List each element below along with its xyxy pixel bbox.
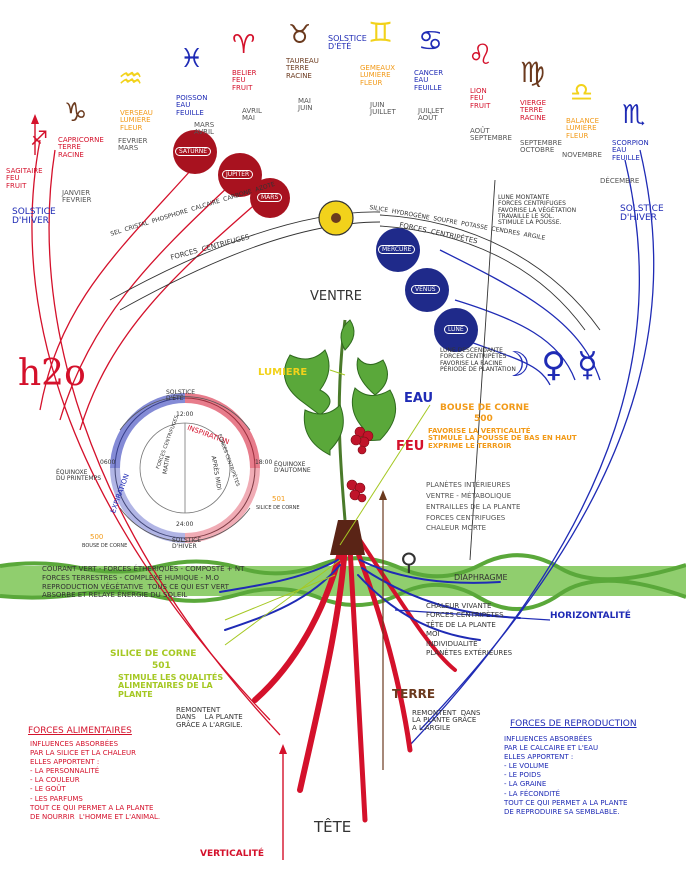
zodiac-name-4: BELIER FEU FRUIT: [232, 69, 257, 92]
zodiac-months-7: JUILLET AOÛT: [418, 107, 444, 123]
zodiac-symbol-0: ♐: [30, 126, 48, 150]
winter-solstice-left: SOLSTICE D'HIVER: [12, 207, 56, 227]
remontent-right: REMONTENT DANS LA PLANTE GRÂCE A L'ARGIL…: [412, 709, 481, 732]
zodiac-symbol-8: ♌: [468, 38, 494, 71]
diaphragme-label: DIAPHRAGME: [454, 573, 508, 582]
planetes-interieures: PLANÈTES INTÉRIEURES VENTRE - MÉTABOLIQU…: [426, 481, 521, 533]
chaleur-vivante: CHALEUR VIVANTE FORCES CENTRIPÈTES TÊTE …: [426, 602, 513, 658]
zodiac-symbol-6: ♊: [368, 16, 394, 49]
winter-solstice-right: SOLSTICE D'HIVER: [620, 204, 664, 224]
forces-alimentaires-text: INFLUENCES ABSORBÉES PAR LA SILICE ET LA…: [30, 740, 161, 821]
clock-bottom: SOLSTICE D'HIVER: [172, 537, 202, 551]
forces-alimentaires-title: FORCES ALIMENTAIRES: [28, 726, 132, 736]
clock-right-hour: 18:00: [255, 459, 273, 466]
forces-reproduction-text: INFLUENCES ABSORBÉES PAR LE CALCAIRE ET …: [504, 735, 628, 816]
feu-label: FEU: [396, 439, 425, 454]
sun: [318, 200, 354, 236]
verticalite-label: VERTICALITÉ: [200, 849, 265, 859]
summer-solstice: SOLSTICE D'ÉTÉ: [328, 34, 367, 52]
grapes: [346, 426, 374, 503]
clock-diagram: [110, 393, 260, 543]
zodiac-months-1: JANVIER FEVRIER: [62, 189, 92, 205]
blue-arcs: [409, 149, 655, 746]
zodiac-months-11: DÉCEMBRE: [600, 177, 640, 185]
zodiac-symbol-9: ♍: [520, 56, 546, 89]
clock-left: ÉQUINOXE DU PRINTEMPS: [56, 469, 102, 483]
pointer-lines: [224, 369, 431, 646]
venus-symbol: ⚲: [400, 548, 418, 576]
zodiac-name-1: CAPRICORNE TERRE RACINE: [58, 136, 104, 159]
clock-bottom-hour: 24:00: [176, 521, 194, 528]
bouse-number: 500: [474, 414, 493, 424]
planet-lune: LUNE: [444, 325, 468, 334]
zodiac-name-11: SCORPION EAU FEUILLE: [612, 139, 649, 162]
zodiac-months-10: NOVEMBRE: [562, 151, 602, 159]
zodiac-name-5: TAUREAU TERRE RACINE: [286, 57, 319, 80]
ventre-label: VENTRE: [310, 289, 363, 304]
horizontal-arrow: [394, 609, 551, 621]
zodiac-symbol-10: ♎: [570, 78, 594, 108]
zodiac-months-5: MAI JUIN: [298, 97, 313, 113]
zodiac-name-0: SAGITAIRE FEU FRUIT: [6, 167, 43, 190]
silice-title: SILICE DE CORNE: [110, 649, 197, 659]
clock-500: 500: [90, 533, 104, 541]
zodiac-symbol-4: ♈: [232, 30, 256, 60]
horizontalite-label: HORIZONTALITÉ: [550, 611, 631, 621]
lune-montante: LUNE MONTANTE FORCES CENTRIFUGES FAVORIS…: [498, 194, 577, 227]
zodiac-name-6: GEMEAUX LUMIÈRE FLEUR: [360, 64, 396, 87]
verticalite-arrows: [31, 114, 387, 860]
planet-mercure: MERCURE: [378, 245, 416, 254]
zodiac-name-8: LION FEU FRUIT: [470, 87, 491, 110]
clock-top: SOLSTICE D'ÉTÉ: [166, 389, 196, 403]
zodiac-symbol-5: ♉: [288, 20, 312, 50]
h2o-label: h2o: [18, 353, 86, 394]
zodiac-name-7: CANCER EAU FEUILLE: [414, 69, 444, 92]
planet-saturne: SATURNE: [175, 147, 212, 156]
zodiac-months-2: FEVRIER MARS: [118, 137, 148, 153]
forces-reproduction-title: FORCES DE REPRODUCTION: [510, 719, 637, 729]
bouse-title: BOUSE DE CORNE: [440, 403, 530, 413]
clock-501-label: SILICE DE CORNE: [256, 505, 300, 511]
terre-label: TERRE: [392, 687, 436, 701]
clock-501: 501: [272, 495, 286, 503]
tete-label: TÊTE: [314, 818, 352, 836]
bouse-text: FAVORISE LA VERTICALITÉ STIMULE LA POUSS…: [428, 427, 577, 450]
zodiac-symbol-1: ♑: [64, 98, 88, 128]
silice-number: 501: [152, 661, 171, 671]
leaves: [283, 319, 397, 456]
lune-descendante: LUNE DESCENDANTE FORCES CENTRIPÈTES FAVO…: [440, 347, 516, 373]
planet-venus: VENUS: [411, 285, 440, 294]
courant-vert: COURANT VERT - FORCES ÉTHÉRIQUES - COMPO…: [42, 565, 245, 600]
zodiac-symbol-3: ♓: [180, 44, 204, 74]
clock-500-label: BOUSE DE CORNE: [82, 543, 128, 549]
planet-jupiter: JUPITER: [222, 170, 254, 179]
clock-right: ÉQUINOXE D'AUTOMNE: [274, 461, 311, 475]
zodiac-symbol-11: ♏: [622, 100, 646, 130]
zodiac-months-9: SEPTEMBRE OCTOBRE: [520, 139, 562, 155]
planet-mars: MARS: [257, 193, 283, 202]
remontent-left: REMONTENT DANS LA PLANTE GRÂCE A L'ARGIL…: [176, 706, 243, 729]
eau-label: EAU: [404, 391, 434, 406]
zodiac-months-6: JUIN JUILLET: [370, 101, 396, 117]
clock-left-hour: 0600: [100, 459, 116, 466]
silice-text: STIMULE LES QUALITÉS ALIMENTAIRES DE LA …: [118, 673, 224, 699]
red-arcs: [31, 139, 281, 736]
zodiac-name-3: POISSON EAU FEUILLE: [176, 94, 208, 117]
zodiac-name-2: VERSEAU LUMIÈRE FLEUR: [120, 109, 153, 132]
planet-symbols-right: ☽ ♀ ☿: [500, 345, 598, 385]
zodiac-symbol-2: ♒: [118, 62, 144, 95]
lumiere-label: LUMIERE: [258, 367, 308, 378]
zodiac-symbol-7: ♋: [418, 24, 444, 57]
zodiac-name-9: VIERGE TERRE RACINE: [520, 99, 546, 122]
zodiac-name-10: BALANCE LUMIÈRE FLEUR: [566, 117, 599, 140]
clock-top-hour: 12:00: [176, 411, 194, 418]
zodiac-months-3: MARS AVRIL: [194, 121, 215, 137]
zodiac-months-4: AVRIL MAI: [242, 107, 262, 123]
zodiac-months-8: AOÛT SEPTEMBRE: [470, 127, 512, 143]
